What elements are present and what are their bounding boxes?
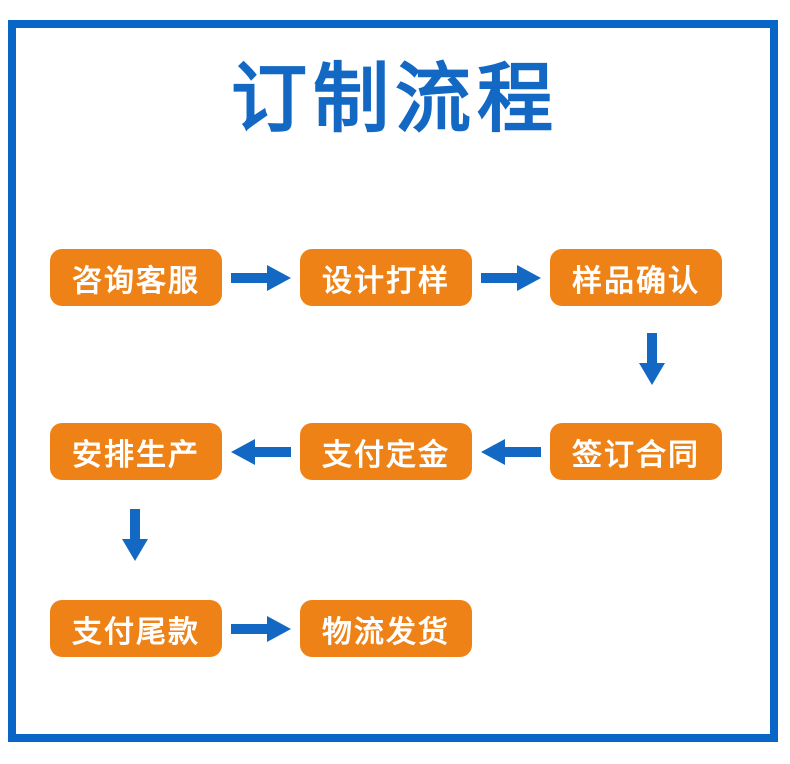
arrow-left-icon [222,423,300,480]
flow-row-1: 咨询客服 设计打样 样品确认 [50,249,722,306]
arrow-right-icon [472,249,550,306]
arrow-right-icon [222,249,300,306]
flow-node-sign-contract[interactable]: 签订合同 [550,423,722,480]
flow-node-design-sample[interactable]: 设计打样 [300,249,472,306]
flow-node-sample-confirm[interactable]: 样品确认 [550,249,722,306]
arrow-right-icon [222,600,300,657]
flow-node-consult-service[interactable]: 咨询客服 [50,249,222,306]
flow-node-logistics-shipping[interactable]: 物流发货 [300,600,472,657]
flow-row-2: 安排生产 支付定金 签订合同 [50,423,722,480]
poster-border-frame [8,20,778,742]
flow-node-pay-deposit[interactable]: 支付定金 [300,423,472,480]
flow-node-pay-balance[interactable]: 支付尾款 [50,600,222,657]
arrow-down-icon [115,506,155,564]
flow-row-3: 支付尾款 物流发货 [50,600,472,657]
arrow-down-icon [632,330,672,388]
page-title: 订制流程 [231,57,559,142]
flow-node-arrange-production[interactable]: 安排生产 [50,423,222,480]
arrow-left-icon [472,423,550,480]
